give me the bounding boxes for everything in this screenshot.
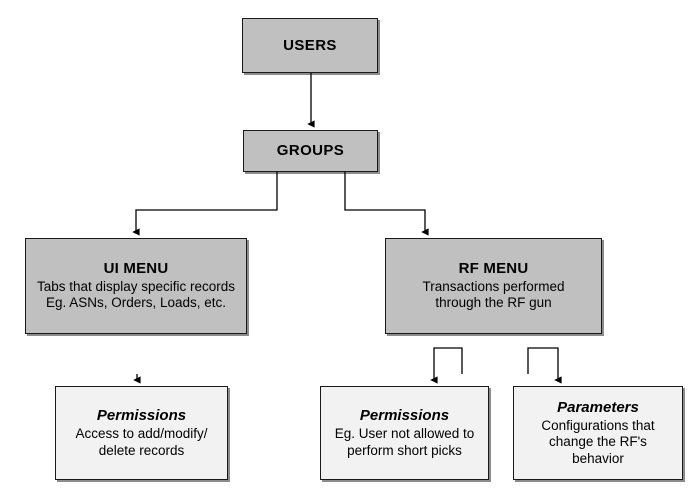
node-ui-menu-title: UI MENU — [103, 260, 169, 278]
node-rf-menu[interactable]: RF MENU Transactions performed through t… — [385, 238, 602, 334]
node-rf-parameters-title: Parameters — [557, 398, 639, 416]
edge-rf-menu-to-permissions — [430, 347, 463, 384]
node-ui-permissions[interactable]: Permissions Access to add/modify/ delete… — [55, 386, 228, 480]
node-groups[interactable]: GROUPS — [243, 130, 378, 172]
node-rf-parameters-description: Configurations that change the RF's beha… — [541, 417, 655, 466]
node-ui-menu[interactable]: UI MENU Tabs that display specific recor… — [25, 238, 247, 334]
node-ui-menu-description: Tabs that display specific records Eg. A… — [36, 278, 236, 311]
edge-groups-to-rf-menu — [344, 172, 429, 236]
edge-groups-to-ui-menu — [132, 172, 278, 236]
node-ui-permissions-title: Permissions — [96, 407, 187, 425]
node-rf-menu-description: Transactions performed through the RF gu… — [422, 278, 565, 311]
node-rf-permissions[interactable]: Permissions Eg. User not allowed to perf… — [320, 386, 489, 480]
node-rf-parameters[interactable]: Parameters Configurations that change th… — [513, 386, 683, 480]
node-users[interactable]: USERS — [242, 18, 378, 73]
node-groups-title: GROUPS — [276, 142, 345, 160]
node-ui-permissions-description: Access to add/modify/ delete records — [75, 426, 208, 458]
node-rf-permissions-description: Eg. User not allowed to perform short pi… — [334, 426, 475, 458]
node-rf-permissions-title: Permissions — [359, 407, 450, 425]
edge-rf-menu-to-parameters — [527, 347, 562, 384]
node-rf-menu-title: RF MENU — [458, 260, 529, 278]
node-users-title: USERS — [283, 36, 337, 54]
